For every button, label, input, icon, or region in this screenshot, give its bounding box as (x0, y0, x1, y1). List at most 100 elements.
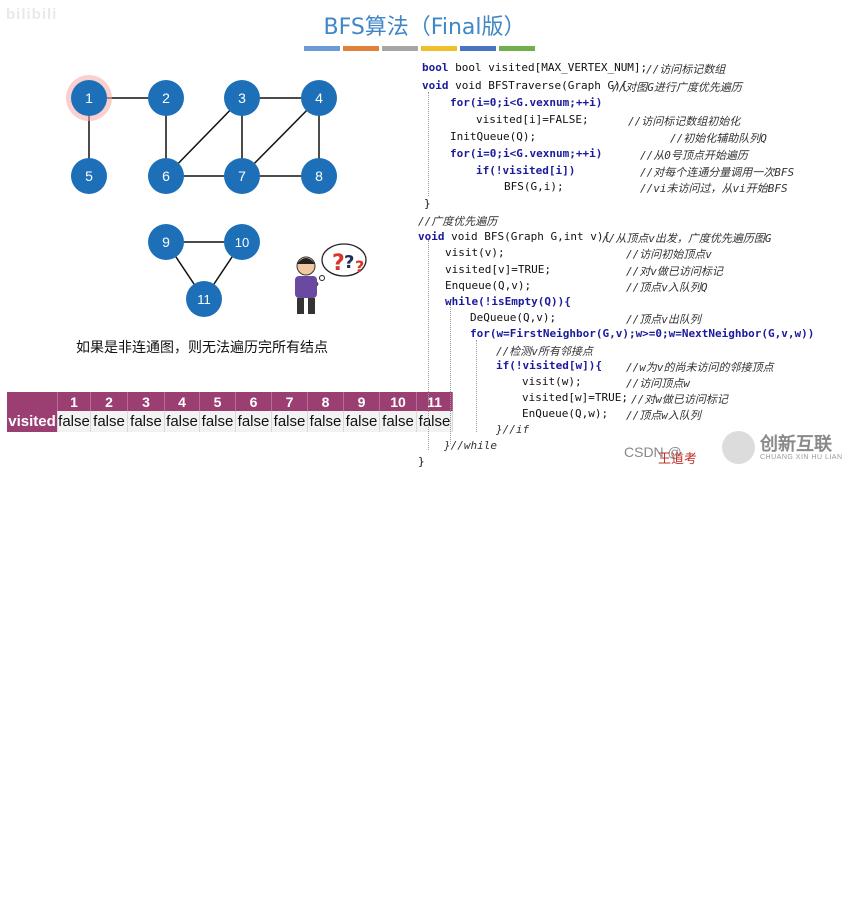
code-comment: //访问顶点w (626, 377, 690, 390)
code-comment: //访问标记数组 (646, 63, 726, 76)
indent-guide (476, 340, 477, 432)
node-11: 11 (186, 281, 222, 317)
code-comment: //顶点w入队列 (626, 409, 701, 422)
graph-edges (88, 97, 320, 300)
svg-text:3: 3 (238, 90, 246, 106)
code-comment: //vi未访问过，从vi开始BFS (640, 182, 788, 195)
code-comment: //对v做已访问标记 (626, 265, 723, 278)
code-line: InitQueue(Q); (450, 130, 537, 143)
index-cell: 5 (199, 392, 236, 411)
code-line: void void BFSTraverse(Graph G){ (422, 79, 628, 92)
svg-text:6: 6 (162, 168, 170, 184)
svg-text:2: 2 (162, 90, 170, 106)
code-line: visited[i]=FALSE; (476, 113, 589, 126)
code-comment: //初始化辅助队列Q (670, 132, 767, 145)
code-comment: //w为v的尚未访问的邻接顶点 (626, 361, 774, 374)
code-line: visit(v); (445, 246, 505, 259)
node-4: 4 (301, 80, 337, 116)
logo-text-cn: 创新互联 (760, 434, 832, 455)
index-cell: 10 (379, 392, 417, 411)
code-comment: //对每个连通分量调用一次BFS (640, 166, 795, 179)
visited-cell: false (90, 411, 128, 432)
title-stripes (304, 46, 535, 51)
svg-text:11: 11 (197, 292, 211, 307)
node-7: 7 (224, 158, 260, 194)
index-cell: 9 (343, 392, 380, 411)
csdn-watermark: CSDN @ (624, 444, 682, 460)
slide-title: BFS算法（Final版） (323, 15, 526, 40)
stripe-3 (382, 46, 418, 51)
code-line: visited[w]=TRUE; (522, 391, 628, 404)
code-line: }//if (496, 423, 530, 436)
visited-cell: false (307, 411, 344, 432)
code-comment: //检测v所有邻接点 (496, 345, 593, 358)
visited-index-row: 1 2 3 4 5 6 7 8 9 10 11 (7, 392, 453, 411)
code-line: } (424, 197, 431, 210)
stripe-5 (460, 46, 496, 51)
code-comment: //对图G进行广度优先遍历 (612, 81, 742, 94)
stripe-4 (421, 46, 457, 51)
visited-cell: false (235, 411, 272, 432)
index-cell: 1 (57, 392, 91, 411)
code-comment: //顶点v出队列 (626, 313, 701, 326)
visited-cell: false (127, 411, 165, 432)
visited-row-label: visited (7, 411, 58, 432)
bilibili-watermark: bilibili (6, 6, 58, 23)
edge-7-4 (241, 97, 320, 177)
code-line: for(i=0;i<G.vexnum;++i) (450, 96, 603, 109)
code-block: bool bool visited[MAX_VERTEX_NUM]; //访问标… (0, 0, 814, 897)
node-8: 8 (301, 158, 337, 194)
index-cell: 7 (271, 392, 308, 411)
code-line: } (418, 455, 425, 468)
svg-text:7: 7 (238, 168, 246, 184)
disconnected-caption: 如果是非连通图，则无法遍历完所有结点 (76, 340, 328, 356)
code-line: DeQueue(Q,v); (470, 311, 557, 324)
code-line: if(!visited[w]){ (496, 359, 602, 372)
graph-diagram: 1 2 3 4 5 6 7 8 9 10 11 (66, 75, 337, 317)
code-line: bool bool visited[MAX_VERTEX_NUM]; (422, 61, 648, 74)
visited-cell: false (164, 411, 200, 432)
stripe-1 (304, 46, 340, 51)
code-line: Enqueue(Q,v); (445, 279, 532, 292)
code-line: EnQueue(Q,w); (522, 407, 609, 420)
stripe-6 (499, 46, 535, 51)
code-comment: //对w做已访问标记 (631, 393, 728, 406)
confused-person-icon: ? ? ? (295, 243, 367, 314)
visited-cell: false (57, 411, 91, 432)
visited-cell: false (379, 411, 417, 432)
node-9: 9 (148, 224, 184, 260)
visited-cell: false (199, 411, 236, 432)
code-comment: //从0号顶点开始遍历 (640, 149, 748, 162)
svg-text:?: ? (332, 251, 345, 276)
table-corner (7, 392, 58, 411)
indent-guide (428, 92, 429, 196)
code-line: visit(w); (522, 375, 582, 388)
node-2: 2 (148, 80, 184, 116)
code-line: BFS(G,i); (504, 180, 564, 193)
code-line: for(w=FirstNeighbor(G,v);w>=0;w=NextNeig… (470, 327, 815, 340)
code-comment: //顶点v入队列Q (626, 281, 708, 294)
index-cell: 4 (164, 392, 200, 411)
visited-cell: false (343, 411, 380, 432)
index-cell: 3 (127, 392, 165, 411)
code-comment: //从顶点v出发，广度优先遍历图G (602, 232, 772, 245)
logo-text-en: CHUANG XIN HU LIAN (760, 454, 843, 461)
svg-text:8: 8 (315, 168, 323, 184)
code-line: }//while (444, 439, 497, 452)
node-1: 1 (71, 80, 107, 116)
node-5: 5 (71, 158, 107, 194)
svg-text:9: 9 (162, 234, 170, 250)
code-line: for(i=0;i<G.vexnum;++i) (450, 147, 603, 160)
code-line: while(!isEmpty(Q)){ (445, 295, 571, 308)
svg-text:10: 10 (235, 235, 249, 250)
logo-icon (722, 431, 755, 464)
node-10: 10 (224, 224, 260, 260)
graph-nodes: 1 2 3 4 5 6 7 8 9 10 11 (71, 80, 337, 317)
index-cell: 11 (416, 392, 453, 411)
svg-text:4: 4 (315, 90, 323, 106)
indent-guide (428, 240, 429, 450)
stripe-2 (343, 46, 379, 51)
author-text: 王道考 (658, 452, 698, 467)
node-3: 3 (224, 80, 260, 116)
indent-guide (450, 304, 451, 444)
